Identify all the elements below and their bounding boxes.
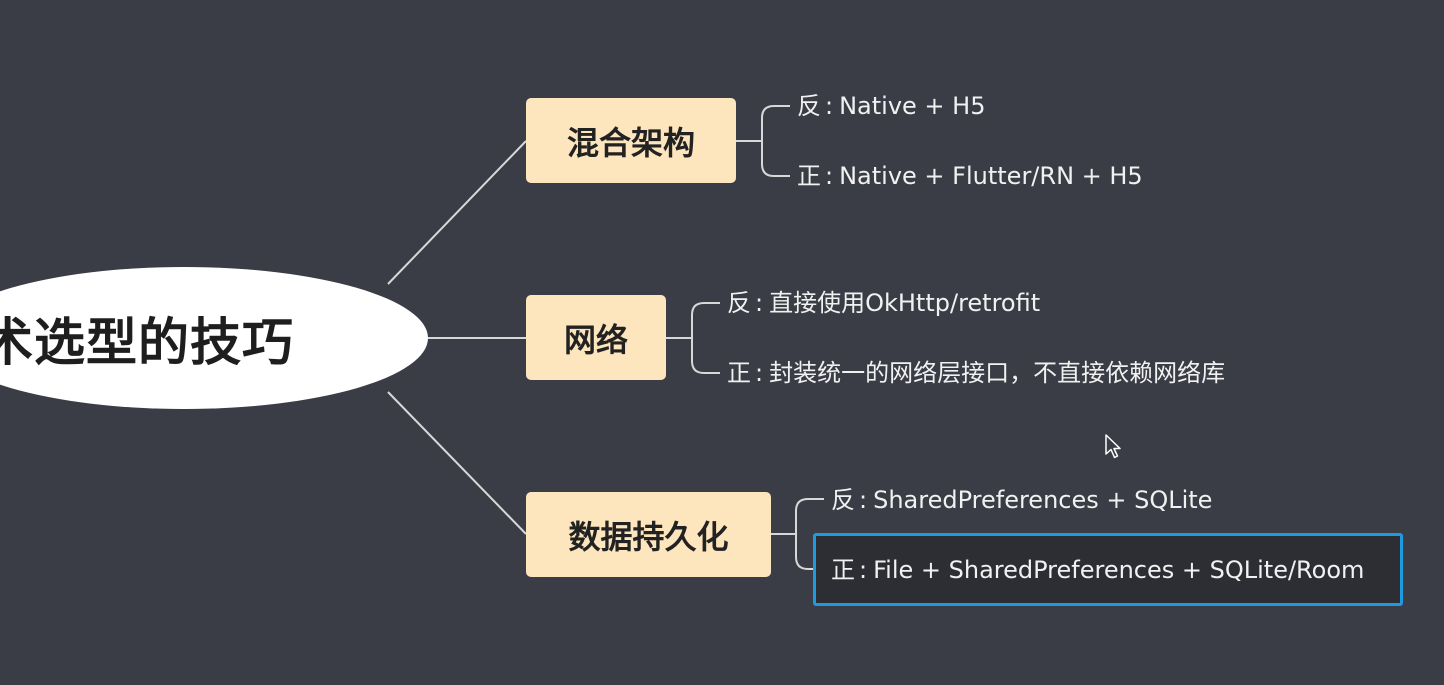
- leaf-prefix: 正: [727, 359, 751, 387]
- leaf-prefix: 反: [727, 289, 751, 317]
- leaf-separator: :: [859, 486, 868, 514]
- leaf-node-network-pro[interactable]: 正:封装统一的网络层接口，不直接依赖网络库: [727, 358, 1225, 388]
- leaf-prefix: 反: [831, 486, 855, 514]
- leaf-node-persistence-pro[interactable]: 正:File + SharedPreferences + SQLite/Room: [831, 555, 1364, 585]
- selection-highlight: [813, 533, 1403, 606]
- leaf-separator: :: [825, 92, 834, 120]
- leaf-text: Native + H5: [839, 92, 986, 120]
- connector-branch-1-bracket: [761, 105, 790, 177]
- leaf-separator: :: [755, 359, 764, 387]
- leaf-separator: :: [859, 556, 868, 584]
- mouse-cursor-icon: [1105, 434, 1121, 459]
- branch-node-label: 混合架构: [566, 123, 695, 162]
- leaf-text: SharedPreferences + SQLite: [873, 486, 1213, 514]
- branch-node-label: 网络: [563, 320, 628, 359]
- leaf-node-persistence-con[interactable]: 反:SharedPreferences + SQLite: [831, 485, 1212, 515]
- leaf-node-hybrid-con[interactable]: 反:Native + H5: [797, 91, 985, 121]
- branch-node-network[interactable]: 网络: [526, 295, 666, 380]
- root-node[interactable]: 技术选型的技巧: [0, 267, 428, 409]
- leaf-text: 直接使用OkHttp/retrofit: [769, 289, 1041, 317]
- leaf-text: Native + Flutter/RN + H5: [839, 162, 1143, 190]
- leaf-text: File + SharedPreferences + SQLite/Room: [873, 556, 1365, 584]
- leaf-node-hybrid-pro[interactable]: 正:Native + Flutter/RN + H5: [797, 161, 1143, 191]
- leaf-separator: :: [825, 162, 834, 190]
- connector-root-branch-1: [387, 140, 527, 285]
- leaf-prefix: 反: [797, 92, 821, 120]
- connector-root-branch-3: [387, 391, 527, 535]
- branch-node-label: 数据持久化: [568, 517, 729, 556]
- leaf-text: 封装统一的网络层接口，不直接依赖网络库: [769, 359, 1226, 387]
- root-node-label: 技术选型的技巧: [0, 314, 295, 373]
- connector-branch-2-bracket: [691, 302, 720, 374]
- connector-branch-3-bracket: [795, 498, 824, 570]
- leaf-node-network-con[interactable]: 反:直接使用OkHttp/retrofit: [727, 288, 1040, 318]
- branch-node-hybrid-architecture[interactable]: 混合架构: [526, 98, 736, 183]
- leaf-prefix: 正: [797, 162, 821, 190]
- leaf-separator: :: [755, 289, 764, 317]
- branch-node-data-persistence[interactable]: 数据持久化: [526, 492, 771, 577]
- leaf-prefix: 正: [831, 556, 855, 584]
